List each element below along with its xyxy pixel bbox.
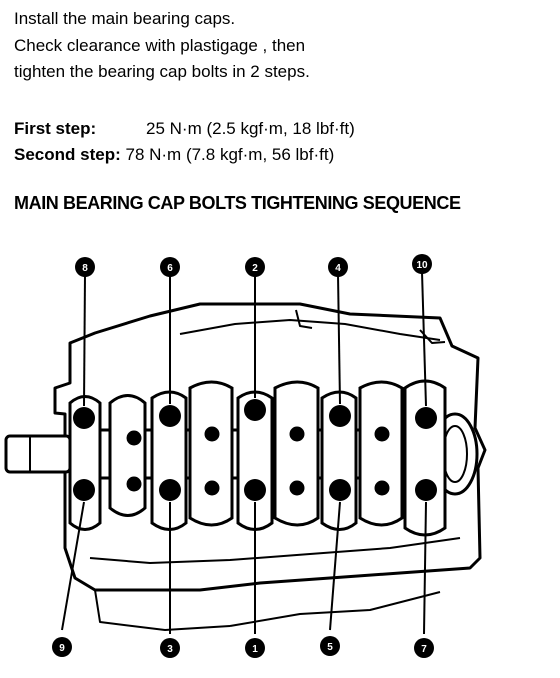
first-step-value: 25 N·m (2.5 kgf·m, 18 lbf·ft): [146, 119, 355, 138]
instruction-line: tighten the bearing cap bolts in 2 steps…: [14, 62, 310, 81]
crankshaft-nose: [4, 434, 72, 474]
bolt-head: [244, 479, 266, 501]
svg-text:1: 1: [252, 644, 258, 655]
first-step-label: First step:: [14, 119, 97, 138]
svg-text:5: 5: [327, 642, 333, 653]
sequence-badge: 4: [328, 257, 348, 277]
svg-text:10: 10: [416, 260, 428, 271]
svg-text:2: 2: [252, 263, 258, 274]
sequence-badge: 9: [52, 637, 72, 657]
torque-spec: First step: 25 N·m (2.5 kgf·m, 18 lbf·ft)…: [14, 116, 355, 168]
sequence-badges-bottom: 9 3 1 5 7: [52, 636, 434, 658]
sequence-badge: 10: [412, 254, 432, 274]
svg-text:9: 9: [59, 643, 65, 654]
svg-text:4: 4: [335, 263, 341, 274]
second-step-value: 78 N·m (7.8 kgf·m, 56 lbf·ft): [125, 145, 335, 164]
bolt-head: [415, 407, 437, 429]
bolt-head: [244, 399, 266, 421]
bolt-head: [329, 405, 351, 427]
svg-text:6: 6: [167, 263, 173, 274]
sequence-badge: 2: [245, 257, 265, 277]
bolt-head: [159, 479, 181, 501]
second-step-label: Second step:: [14, 145, 121, 164]
sequence-badge: 3: [160, 638, 180, 658]
bolt-head: [329, 479, 351, 501]
svg-text:8: 8: [82, 263, 88, 274]
sequence-badge: 5: [320, 636, 340, 656]
bolt-head: [73, 407, 95, 429]
svg-text:3: 3: [167, 644, 173, 655]
second-step-row: Second step: 78 N·m (7.8 kgf·m, 56 lbf·f…: [14, 142, 355, 168]
crank-throws: [108, 380, 404, 527]
crankcase-diagram: 8 6 2 4 10 9 3 1: [4, 254, 487, 658]
bolt-heads: [73, 399, 437, 501]
instruction-text: Install the main bearing caps. Check cle…: [14, 6, 310, 86]
sequence-badge: 1: [245, 638, 265, 658]
svg-text:7: 7: [421, 644, 427, 655]
sequence-badge: 8: [75, 257, 95, 277]
bolt-head: [159, 405, 181, 427]
instruction-line: Check clearance with plastigage , then: [14, 35, 306, 55]
leader-lines: [61, 271, 427, 635]
instruction-line: Install the main bearing caps.: [14, 9, 236, 28]
section-heading: MAIN BEARING CAP BOLTS TIGHTENING SEQUEN…: [14, 193, 461, 213]
sequence-badge: 7: [414, 638, 434, 658]
bolt-head: [73, 479, 95, 501]
bolt-head: [415, 479, 437, 501]
sequence-badge: 6: [160, 257, 180, 277]
first-step-row: First step: 25 N·m (2.5 kgf·m, 18 lbf·ft): [14, 116, 355, 142]
sequence-badges-top: 8 6 2 4 10: [75, 254, 432, 277]
